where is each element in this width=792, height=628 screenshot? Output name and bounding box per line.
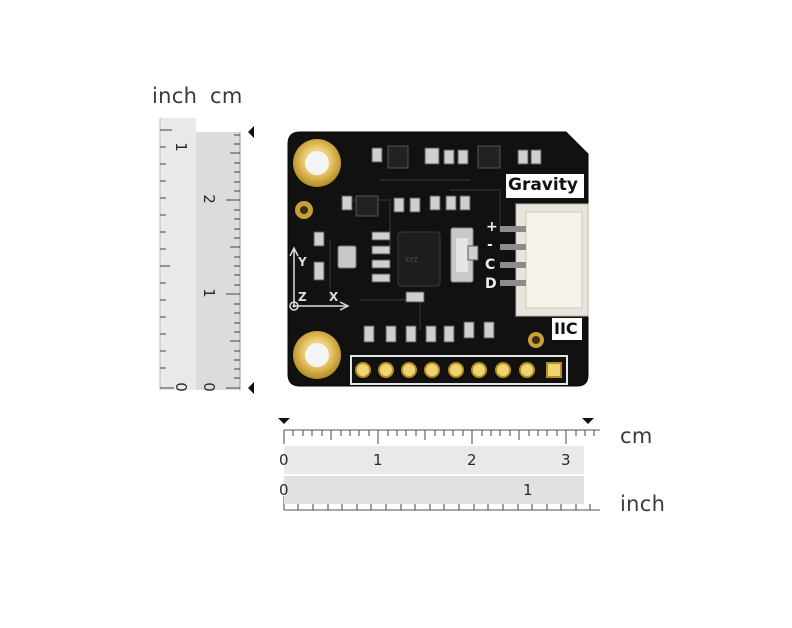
vertical-inch-label: inch	[152, 84, 198, 108]
horizontal-inch-tick-1: 1	[523, 481, 533, 499]
vertical-cm-label: cm	[210, 84, 243, 108]
horizontal-cm-label: cm	[620, 424, 653, 448]
mounting-hole-top	[293, 139, 341, 187]
horizontal-cm-tick-2: 2	[467, 451, 477, 469]
interface-label: IIC	[554, 319, 578, 338]
horizontal-inch-tick-0: 0	[279, 481, 289, 499]
pin-label-data: D	[485, 276, 497, 292]
horizontal-inch-label: inch	[620, 492, 666, 516]
svg-text:XYZ: XYZ	[405, 256, 418, 264]
horizontal-cm-tick-3: 3	[561, 451, 571, 469]
axis-label-y: Y	[298, 255, 307, 269]
pin-label-minus: -	[487, 237, 493, 253]
horizontal-cm-tick-0: 0	[279, 451, 289, 469]
pin-label-plus: +	[486, 219, 498, 235]
axis-label-z: Z	[298, 290, 307, 304]
horizontal-ruler-inch	[284, 476, 584, 504]
horizontal-cm-tick-1: 1	[373, 451, 383, 469]
axis-label-x: X	[329, 290, 339, 304]
brand-label: Gravity	[508, 175, 578, 195]
horizontal-ruler-cm	[284, 446, 584, 474]
mounting-hole-bottom	[293, 331, 341, 379]
vertical-ruler-inch	[160, 118, 196, 390]
vertical-ruler-cm	[196, 132, 240, 390]
pin-label-clock: C	[485, 257, 496, 273]
